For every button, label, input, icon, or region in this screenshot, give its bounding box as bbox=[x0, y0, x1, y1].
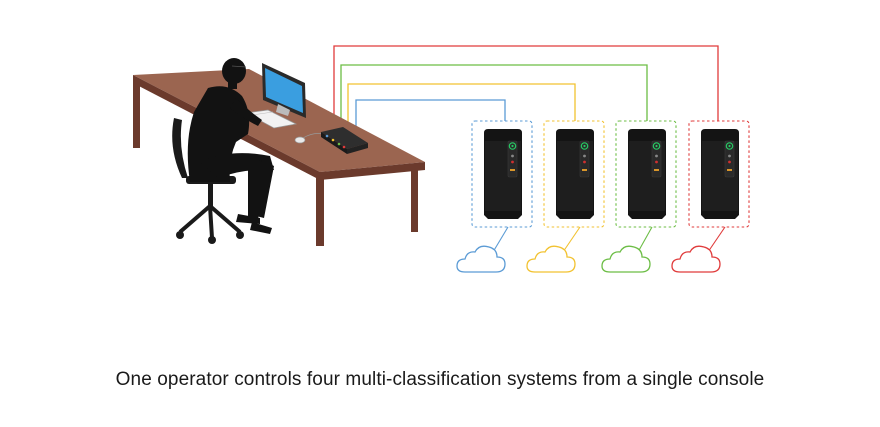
power-led-dot bbox=[583, 144, 586, 148]
power-led-dot bbox=[511, 144, 514, 148]
front-panel bbox=[724, 140, 735, 178]
power-led-dot bbox=[655, 144, 658, 148]
person-seated-icon bbox=[187, 58, 274, 234]
indicator-light bbox=[511, 154, 514, 158]
indicator-light bbox=[511, 160, 514, 164]
connection-line-2 bbox=[347, 83, 576, 128]
indicator-bar bbox=[727, 169, 732, 171]
indicator-light bbox=[728, 160, 731, 164]
indicator-bar bbox=[510, 169, 515, 171]
indicator-light bbox=[655, 160, 658, 164]
network-link bbox=[637, 226, 653, 253]
tower-computer-icon bbox=[543, 120, 605, 228]
tower-computer-icon bbox=[688, 120, 750, 228]
indicator-light bbox=[583, 154, 586, 158]
power-led-icon bbox=[508, 142, 517, 150]
security-boundary bbox=[471, 120, 533, 228]
cloud-icon bbox=[456, 245, 506, 273]
power-led-icon bbox=[580, 142, 589, 150]
connection-line-3 bbox=[340, 64, 648, 128]
indicator-bar bbox=[582, 169, 587, 171]
keyboard-icon bbox=[244, 109, 298, 129]
security-boundary bbox=[615, 120, 677, 228]
indicator-bar bbox=[654, 169, 659, 171]
connection-line-4 bbox=[333, 45, 719, 128]
cloud-icon bbox=[601, 245, 651, 273]
security-boundary bbox=[688, 120, 750, 228]
security-boundary bbox=[543, 120, 605, 228]
front-panel bbox=[579, 140, 590, 178]
network-link bbox=[492, 226, 509, 253]
monitor-icon bbox=[262, 63, 306, 118]
connection-line-1 bbox=[355, 99, 506, 128]
cloud-icon bbox=[526, 245, 576, 273]
kvm-switch-icon bbox=[321, 127, 368, 154]
front-panel bbox=[651, 140, 662, 178]
power-led-icon bbox=[652, 142, 661, 150]
mouse-icon bbox=[294, 133, 324, 144]
cloud-icon bbox=[671, 245, 721, 273]
front-panel bbox=[507, 140, 518, 178]
indicator-light bbox=[583, 160, 586, 164]
power-led-dot bbox=[728, 144, 731, 148]
tower-computer-icon bbox=[471, 120, 533, 228]
caption: One operator controls four multi-classif… bbox=[115, 369, 765, 390]
power-led-icon bbox=[725, 142, 734, 150]
network-link bbox=[707, 226, 726, 253]
tower-computer-icon bbox=[615, 120, 677, 228]
network-link bbox=[562, 226, 581, 253]
indicator-light bbox=[728, 154, 731, 158]
indicator-light bbox=[655, 154, 658, 158]
